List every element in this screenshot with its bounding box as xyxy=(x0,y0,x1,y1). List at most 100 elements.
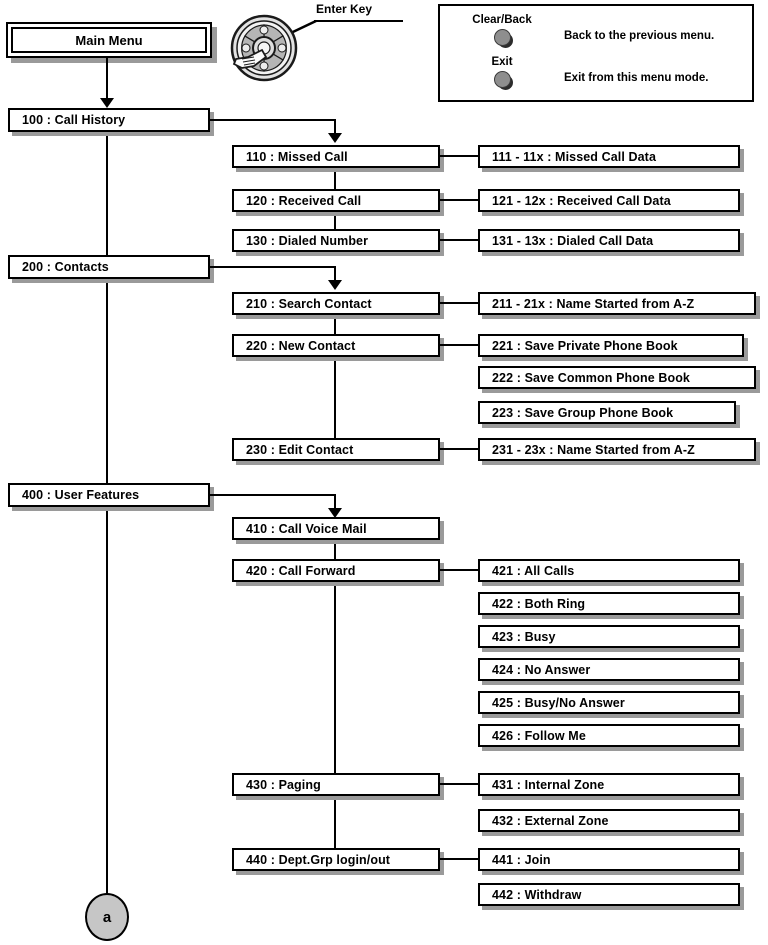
connector-400-to-410-h xyxy=(210,494,336,496)
node-label: 400 : User Features xyxy=(22,488,140,502)
connector-120-to-121 xyxy=(440,199,478,201)
round-button-icon[interactable] xyxy=(493,71,511,88)
connector-120-to-130 xyxy=(334,211,336,233)
connector-430-to-440 xyxy=(334,796,336,848)
node-432-external-zone[interactable]: 432 : External Zone xyxy=(478,809,740,832)
node-210-search-contact[interactable]: 210 : Search Contact xyxy=(232,292,440,315)
node-400-user-features[interactable]: 400 : User Features xyxy=(8,483,210,507)
connector-420-to-421 xyxy=(440,569,478,571)
node-label: 440 : Dept.Grp login/out xyxy=(246,852,391,867)
legend-key-exit: Exit xyxy=(454,56,550,88)
node-label: 120 : Received Call xyxy=(246,193,362,208)
node-422-both-ring[interactable]: 422 : Both Ring xyxy=(478,592,740,615)
navigation-wheel-icon xyxy=(230,14,403,82)
connector-100-to-200 xyxy=(106,132,108,258)
connector-130-to-131 xyxy=(440,239,478,241)
round-button-icon[interactable] xyxy=(493,29,511,46)
node-231-name-started-a-z[interactable]: 231 - 23x : Name Started from A-Z xyxy=(478,438,756,461)
node-410-call-voice-mail[interactable]: 410 : Call Voice Mail xyxy=(232,517,440,540)
node-label: 424 : No Answer xyxy=(492,662,591,677)
enter-key-label: Enter Key xyxy=(316,2,373,16)
node-label: 421 : All Calls xyxy=(492,563,575,578)
connector-100-to-110-v xyxy=(334,119,336,137)
node-420-call-forward[interactable]: 420 : Call Forward xyxy=(232,559,440,582)
legend-box: Clear/Back Back to the previous menu. Ex… xyxy=(438,4,754,102)
connector-400-to-a xyxy=(106,507,108,895)
node-label: 422 : Both Ring xyxy=(492,596,586,611)
node-label: 442 : Withdraw xyxy=(492,887,582,902)
legend-row-clear-back: Clear/Back Back to the previous menu. xyxy=(454,14,714,46)
connector-200-to-400 xyxy=(106,280,108,484)
node-100-call-history[interactable]: 100 : Call History xyxy=(8,108,210,132)
node-110-missed-call[interactable]: 110 : Missed Call xyxy=(232,145,440,168)
node-label: 221 : Save Private Phone Book xyxy=(492,338,678,353)
connector-110-to-111 xyxy=(440,155,478,157)
node-label: 100 : Call History xyxy=(22,113,126,127)
page-connector-label: a xyxy=(102,908,112,926)
node-121-received-call-data[interactable]: 121 - 12x : Received Call Data xyxy=(478,189,740,212)
node-130-dialed-number[interactable]: 130 : Dialed Number xyxy=(232,229,440,252)
legend-key-label: Exit xyxy=(491,56,513,68)
node-label: 426 : Follow Me xyxy=(492,728,586,743)
node-label: 431 : Internal Zone xyxy=(492,777,605,792)
node-label: 131 - 13x : Dialed Call Data xyxy=(492,233,654,248)
node-430-paging[interactable]: 430 : Paging xyxy=(232,773,440,796)
node-label: 111 - 11x : Missed Call Data xyxy=(492,149,656,164)
node-421-all-calls[interactable]: 421 : All Calls xyxy=(478,559,740,582)
node-label: 222 : Save Common Phone Book xyxy=(492,370,690,385)
node-221-save-private-phone-book[interactable]: 221 : Save Private Phone Book xyxy=(478,334,744,357)
node-label: 430 : Paging xyxy=(246,777,321,792)
node-120-received-call[interactable]: 120 : Received Call xyxy=(232,189,440,212)
main-menu-box[interactable]: Main Menu xyxy=(6,22,212,58)
node-441-join[interactable]: 441 : Join xyxy=(478,848,740,871)
legend-key-label: Clear/Back xyxy=(472,14,532,26)
node-label: 420 : Call Forward xyxy=(246,563,356,578)
node-431-internal-zone[interactable]: 431 : Internal Zone xyxy=(478,773,740,796)
node-426-follow-me[interactable]: 426 : Follow Me xyxy=(478,724,740,747)
connector-220-to-221 xyxy=(440,344,478,346)
node-200-contacts[interactable]: 200 : Contacts xyxy=(8,255,210,279)
node-131-dialed-call-data[interactable]: 131 - 13x : Dialed Call Data xyxy=(478,229,740,252)
node-425-busy-no-answer[interactable]: 425 : Busy/No Answer xyxy=(478,691,740,714)
node-220-new-contact[interactable]: 220 : New Contact xyxy=(232,334,440,357)
connector-220-to-230 xyxy=(334,358,336,440)
node-label: 231 - 23x : Name Started from A-Z xyxy=(492,442,695,457)
main-menu-label: Main Menu xyxy=(11,27,207,53)
node-label: 130 : Dialed Number xyxy=(246,233,369,248)
node-111-missed-call-data[interactable]: 111 - 11x : Missed Call Data xyxy=(478,145,740,168)
node-label: 423 : Busy xyxy=(492,629,556,644)
legend-row-exit: Exit Exit from this menu mode. xyxy=(454,56,708,88)
node-222-save-common-phone-book[interactable]: 222 : Save Common Phone Book xyxy=(478,366,756,389)
node-label: 200 : Contacts xyxy=(22,260,109,274)
node-440-dept-grp-login-out[interactable]: 440 : Dept.Grp login/out xyxy=(232,848,440,871)
node-label: 441 : Join xyxy=(492,852,551,867)
connector-200-to-210-v xyxy=(334,266,336,284)
arrow-400-to-410 xyxy=(328,508,342,518)
node-label: 425 : Busy/No Answer xyxy=(492,695,625,710)
node-label: 410 : Call Voice Mail xyxy=(246,521,367,536)
node-label: 110 : Missed Call xyxy=(246,149,348,164)
node-label: 211 - 21x : Name Started from A-Z xyxy=(492,296,695,311)
arrow-200-to-210 xyxy=(328,280,342,290)
connector-400-to-410-v xyxy=(334,494,336,512)
node-423-busy[interactable]: 423 : Busy xyxy=(478,625,740,648)
node-label: 432 : External Zone xyxy=(492,813,609,828)
node-211-name-started-a-z[interactable]: 211 - 21x : Name Started from A-Z xyxy=(478,292,756,315)
node-label: 121 - 12x : Received Call Data xyxy=(492,193,671,208)
node-223-save-group-phone-book[interactable]: 223 : Save Group Phone Book xyxy=(478,401,736,424)
node-442-withdraw[interactable]: 442 : Withdraw xyxy=(478,883,740,906)
connector-210-to-211 xyxy=(440,302,478,304)
node-230-edit-contact[interactable]: 230 : Edit Contact xyxy=(232,438,440,461)
node-424-no-answer[interactable]: 424 : No Answer xyxy=(478,658,740,681)
page-connector-a: a xyxy=(85,893,129,941)
node-label: 210 : Search Contact xyxy=(246,296,372,311)
connector-430-to-431 xyxy=(440,783,478,785)
arrow-100-to-110 xyxy=(328,133,342,143)
connector-110-to-120 xyxy=(334,167,336,189)
legend-description: Back to the previous menu. xyxy=(564,30,715,42)
connector-root-to-100 xyxy=(106,58,108,106)
node-label: 223 : Save Group Phone Book xyxy=(492,405,674,420)
legend-key-clear-back: Clear/Back xyxy=(454,14,550,46)
legend-description: Exit from this menu mode. xyxy=(564,72,709,84)
